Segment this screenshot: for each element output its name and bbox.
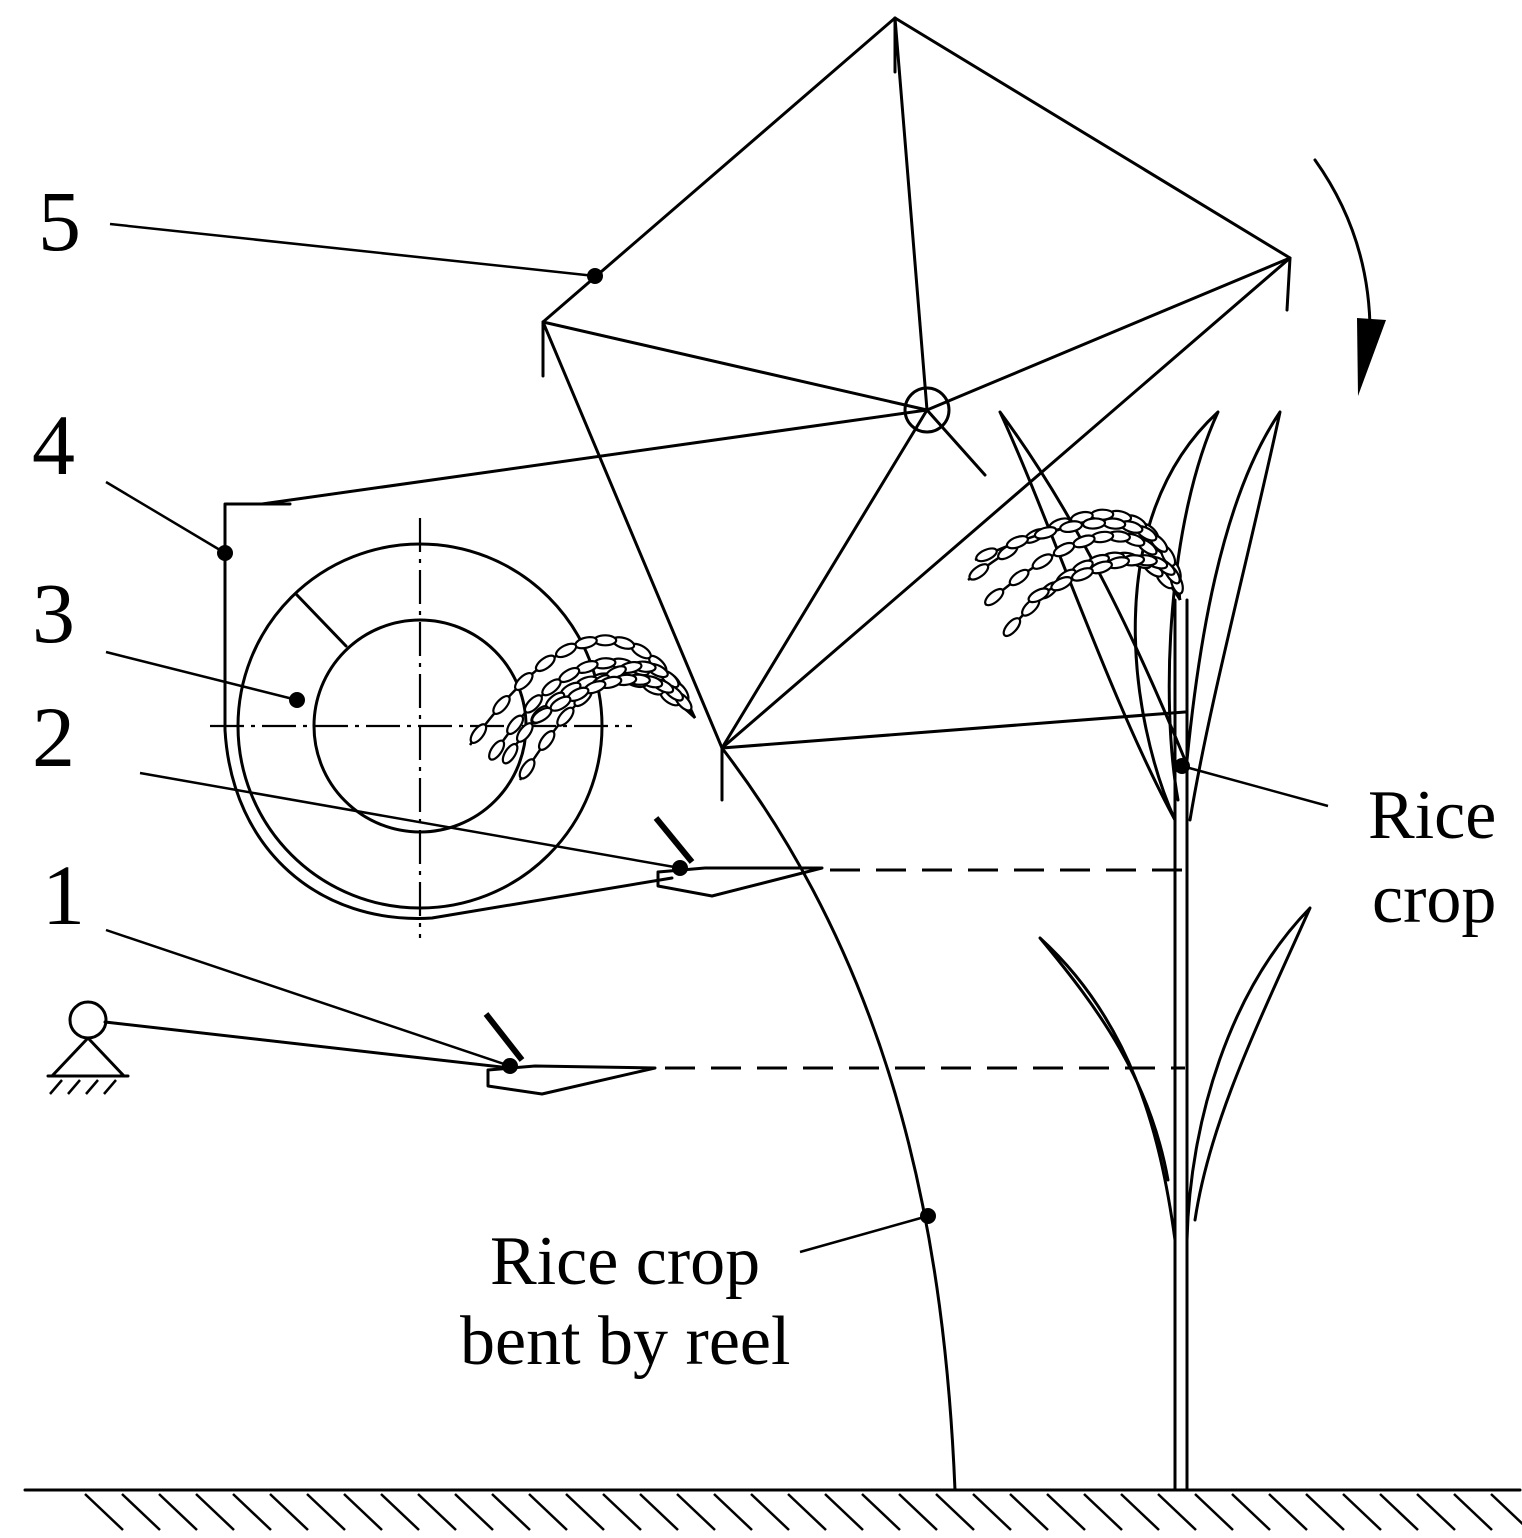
ground-hatching [84, 1493, 1522, 1531]
upright-rice-panicle [967, 508, 1184, 638]
rice-grain [1005, 535, 1029, 550]
hatch-mark [491, 1493, 531, 1531]
hatch-mark [528, 1493, 568, 1531]
hatch-mark [306, 1493, 346, 1531]
hatch-mark [454, 1493, 494, 1531]
rice-grain [531, 706, 553, 724]
leader-dots [217, 268, 1190, 1224]
hatch-mark [676, 1493, 716, 1531]
hatch-mark [195, 1493, 235, 1531]
rice-grain [1002, 617, 1022, 638]
hatch-mark [1157, 1493, 1197, 1531]
rice-grain [514, 672, 534, 691]
rice-grain [537, 730, 556, 751]
hatch-mark [639, 1493, 679, 1531]
lower-cutter-1 [103, 1012, 1185, 1096]
upright-rice-plant [720, 410, 1312, 1492]
hatch-mark [158, 1493, 198, 1531]
rice-grain [968, 563, 990, 581]
rice-grain [523, 694, 543, 714]
bent-rice-panicle [468, 634, 697, 781]
rice-grain [492, 694, 511, 716]
rice-grain [506, 714, 525, 736]
label-rice-crop-line1: Rice [1368, 777, 1496, 854]
hatch-mark [713, 1493, 753, 1531]
hatch-mark [972, 1493, 1012, 1531]
hatch-mark [1231, 1493, 1271, 1531]
hatch-mark [232, 1493, 272, 1531]
reel-hub-icon [903, 386, 951, 434]
rice-grain [541, 678, 562, 697]
label-rice-crop-line2: crop [1372, 861, 1496, 938]
hatch-mark [269, 1493, 309, 1531]
hatch-mark [121, 1493, 161, 1531]
reel-support-arm-4 [223, 408, 929, 732]
hatch-mark [1379, 1493, 1419, 1531]
callout-2: 2 [32, 689, 75, 785]
rotation-arrow-icon [1313, 158, 1386, 396]
rice-grain [534, 654, 556, 673]
rice-grain [984, 587, 1005, 607]
rice-grain [556, 706, 575, 727]
hatch-mark [1305, 1493, 1345, 1531]
rice-grain [975, 547, 998, 563]
rice-grain [554, 642, 578, 659]
rice-grain [515, 722, 534, 743]
hatch-mark [1268, 1493, 1308, 1531]
hatch-mark [1083, 1493, 1123, 1531]
hatch-mark [343, 1493, 383, 1531]
ground [23, 1488, 1522, 1531]
hatch-mark [861, 1493, 901, 1531]
hatch-mark [417, 1493, 457, 1531]
hatch-mark [1416, 1493, 1456, 1531]
hatch-mark [565, 1493, 605, 1531]
rice-grain [1008, 568, 1030, 587]
hatch-mark [1009, 1493, 1049, 1531]
hatch-mark [824, 1493, 864, 1531]
rice-grain [1052, 541, 1076, 558]
leader-lines [105, 222, 1329, 1254]
auger-3 [210, 518, 674, 938]
label-bent-line1: Rice crop [490, 1223, 760, 1300]
hatch-mark [1453, 1493, 1493, 1531]
rice-grain [1050, 576, 1073, 592]
hatch-mark [1046, 1493, 1086, 1531]
rice-grain [1072, 534, 1096, 549]
hatch-mark [602, 1493, 642, 1531]
hatch-mark [84, 1493, 124, 1531]
callout-3: 3 [32, 565, 75, 661]
hatch-mark [898, 1493, 938, 1531]
rice-grain [488, 739, 506, 761]
rice-grain [1059, 520, 1084, 534]
callout-5: 5 [38, 173, 81, 269]
reel-5 [541, 16, 1292, 802]
hatch-mark [1194, 1493, 1234, 1531]
rice-grain [1031, 553, 1054, 570]
rice-grain [1027, 587, 1050, 604]
pivot-support-icon [46, 1000, 130, 1095]
hatch-mark [750, 1493, 790, 1531]
hatch-mark [1490, 1493, 1522, 1526]
label-bent-line2: bent by reel [460, 1303, 790, 1380]
bent-rice-stem [720, 746, 957, 1492]
upper-cutter-2 [653, 816, 1185, 898]
rice-grain [518, 758, 536, 780]
hatch-mark [787, 1493, 827, 1531]
rice-grain [1081, 517, 1107, 530]
rice-grain [501, 742, 519, 765]
callout-4: 4 [32, 397, 75, 493]
callout-1: 1 [42, 847, 85, 943]
hatch-mark [1120, 1493, 1160, 1531]
hatch-mark [380, 1493, 420, 1531]
rice-grain [1033, 526, 1058, 540]
hatch-mark [935, 1493, 975, 1531]
hatch-mark [1342, 1493, 1382, 1531]
rice-grain [469, 723, 488, 744]
